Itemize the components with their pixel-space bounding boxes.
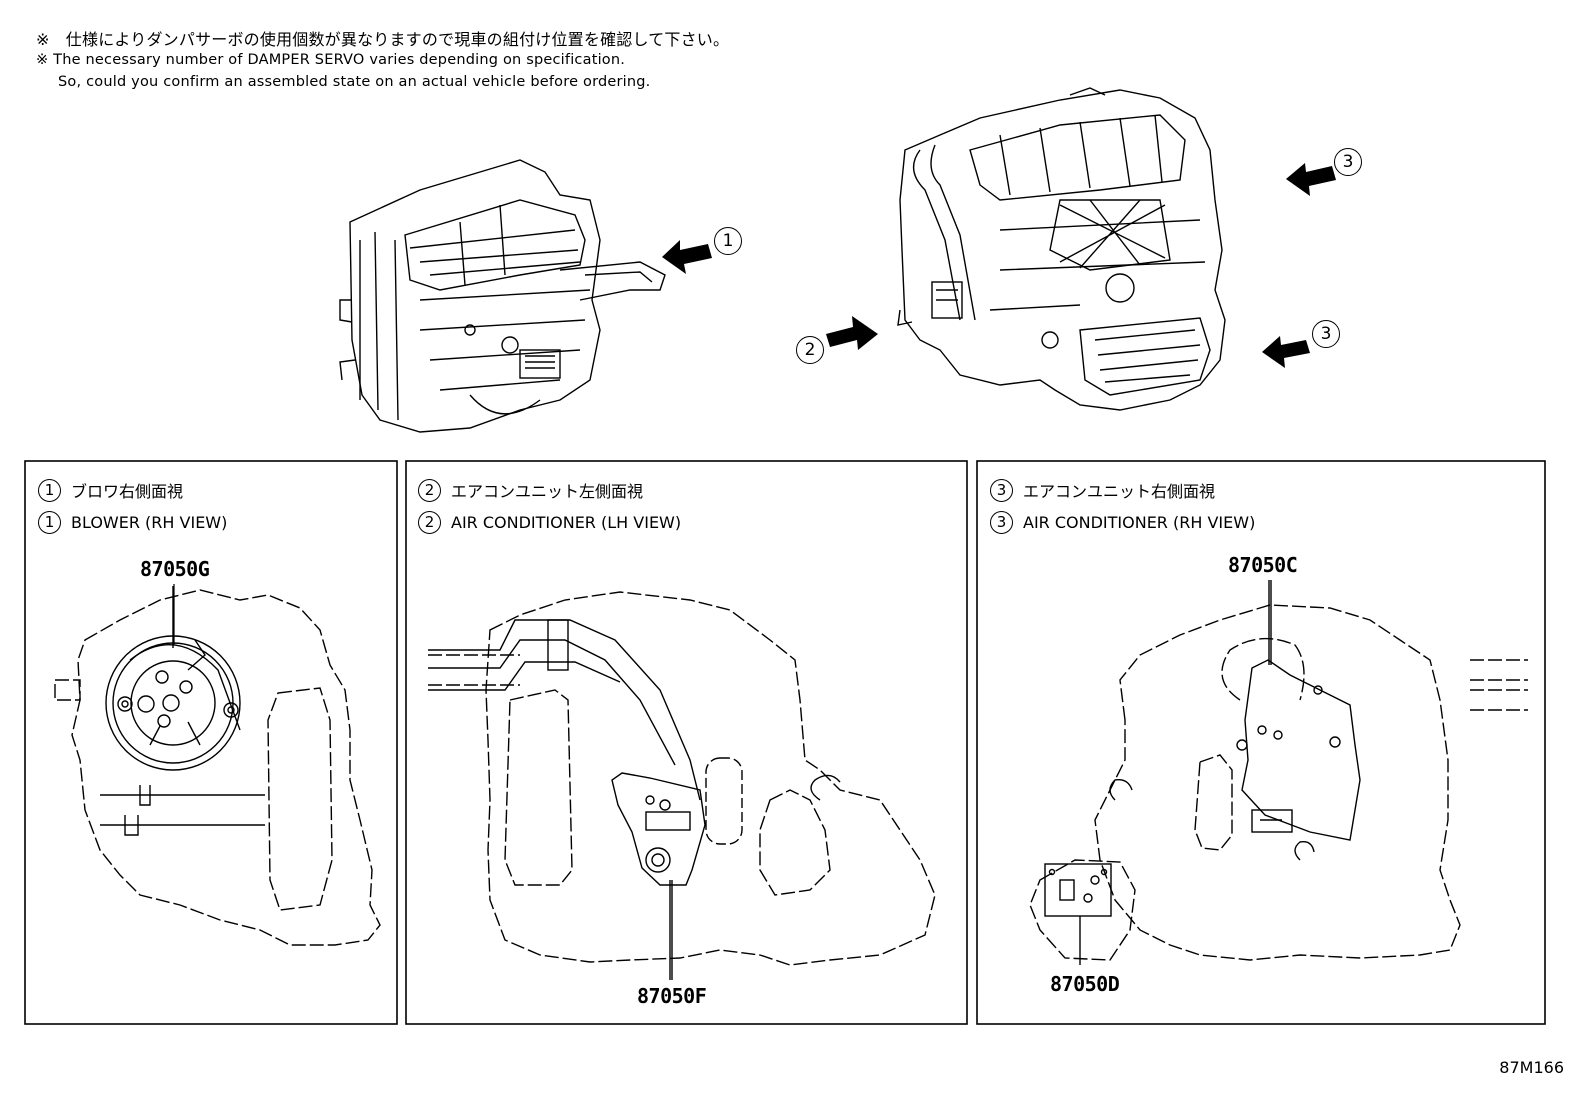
note-english-line1: ※ The necessary number of DAMPER SERVO v… [36,52,626,68]
note-japanese: ※ 仕様によりダンパサーボの使用個数が異なりますので現車の組付け位置を確認して下… [36,30,730,49]
callout-1: 1 [714,227,742,255]
panel-frame-2 [405,460,968,1025]
callout-3-lower: 3 [1312,320,1340,348]
air-conditioner-unit-drawing [897,87,1226,411]
blower-rh-view-drawing [54,589,381,946]
panel-2-number-en: 2 [418,511,441,534]
note-english-line2: So, could you confirm an assembled state… [58,74,651,90]
panel-frame-1 [24,460,398,1025]
blower-motor-drawing [100,586,265,836]
panel-frame-3 [976,460,1546,1025]
blower-unit-drawing [339,159,666,433]
panel-3-number: 3 [990,478,1013,502]
callout-2: 2 [796,336,824,364]
panel-1-number-en: 1 [38,511,61,534]
part-number-87050c: 87050C [1228,553,1298,577]
part-number-87050f: 87050F [637,984,707,1008]
view-arrows [662,163,1336,368]
ac-lh-view-drawing [428,591,936,980]
panel-1-number: 1 [38,478,61,502]
panel-2-number: 2 [418,478,441,502]
part-number-87050d: 87050D [1050,972,1120,996]
panel-3-number-en: 3 [990,511,1013,534]
part-number-87050g: 87050G [140,557,210,581]
illustration-reference: 87M166 [1499,1058,1564,1077]
ac-rh-view-drawing [1029,580,1528,965]
callout-3-upper: 3 [1334,148,1362,176]
